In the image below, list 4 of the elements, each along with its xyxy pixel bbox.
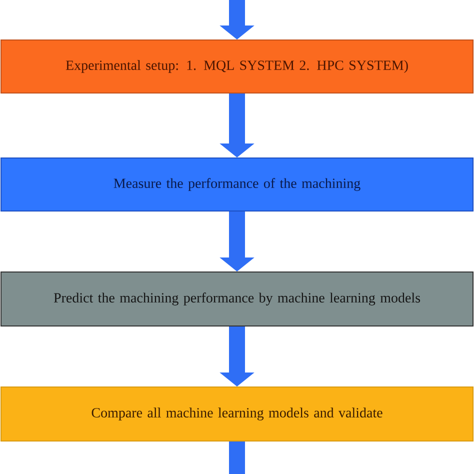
process-box: Predict the machining performance by machine learning models [0, 272, 474, 326]
process-box: Experimental setup: 1. MQL SYSTEM 2. HPC SYSTEM) [0, 40, 474, 94]
process-box: Measure the performance of the machining [0, 158, 474, 212]
process-box: Compare all machine learning models and validate [0, 386, 474, 442]
